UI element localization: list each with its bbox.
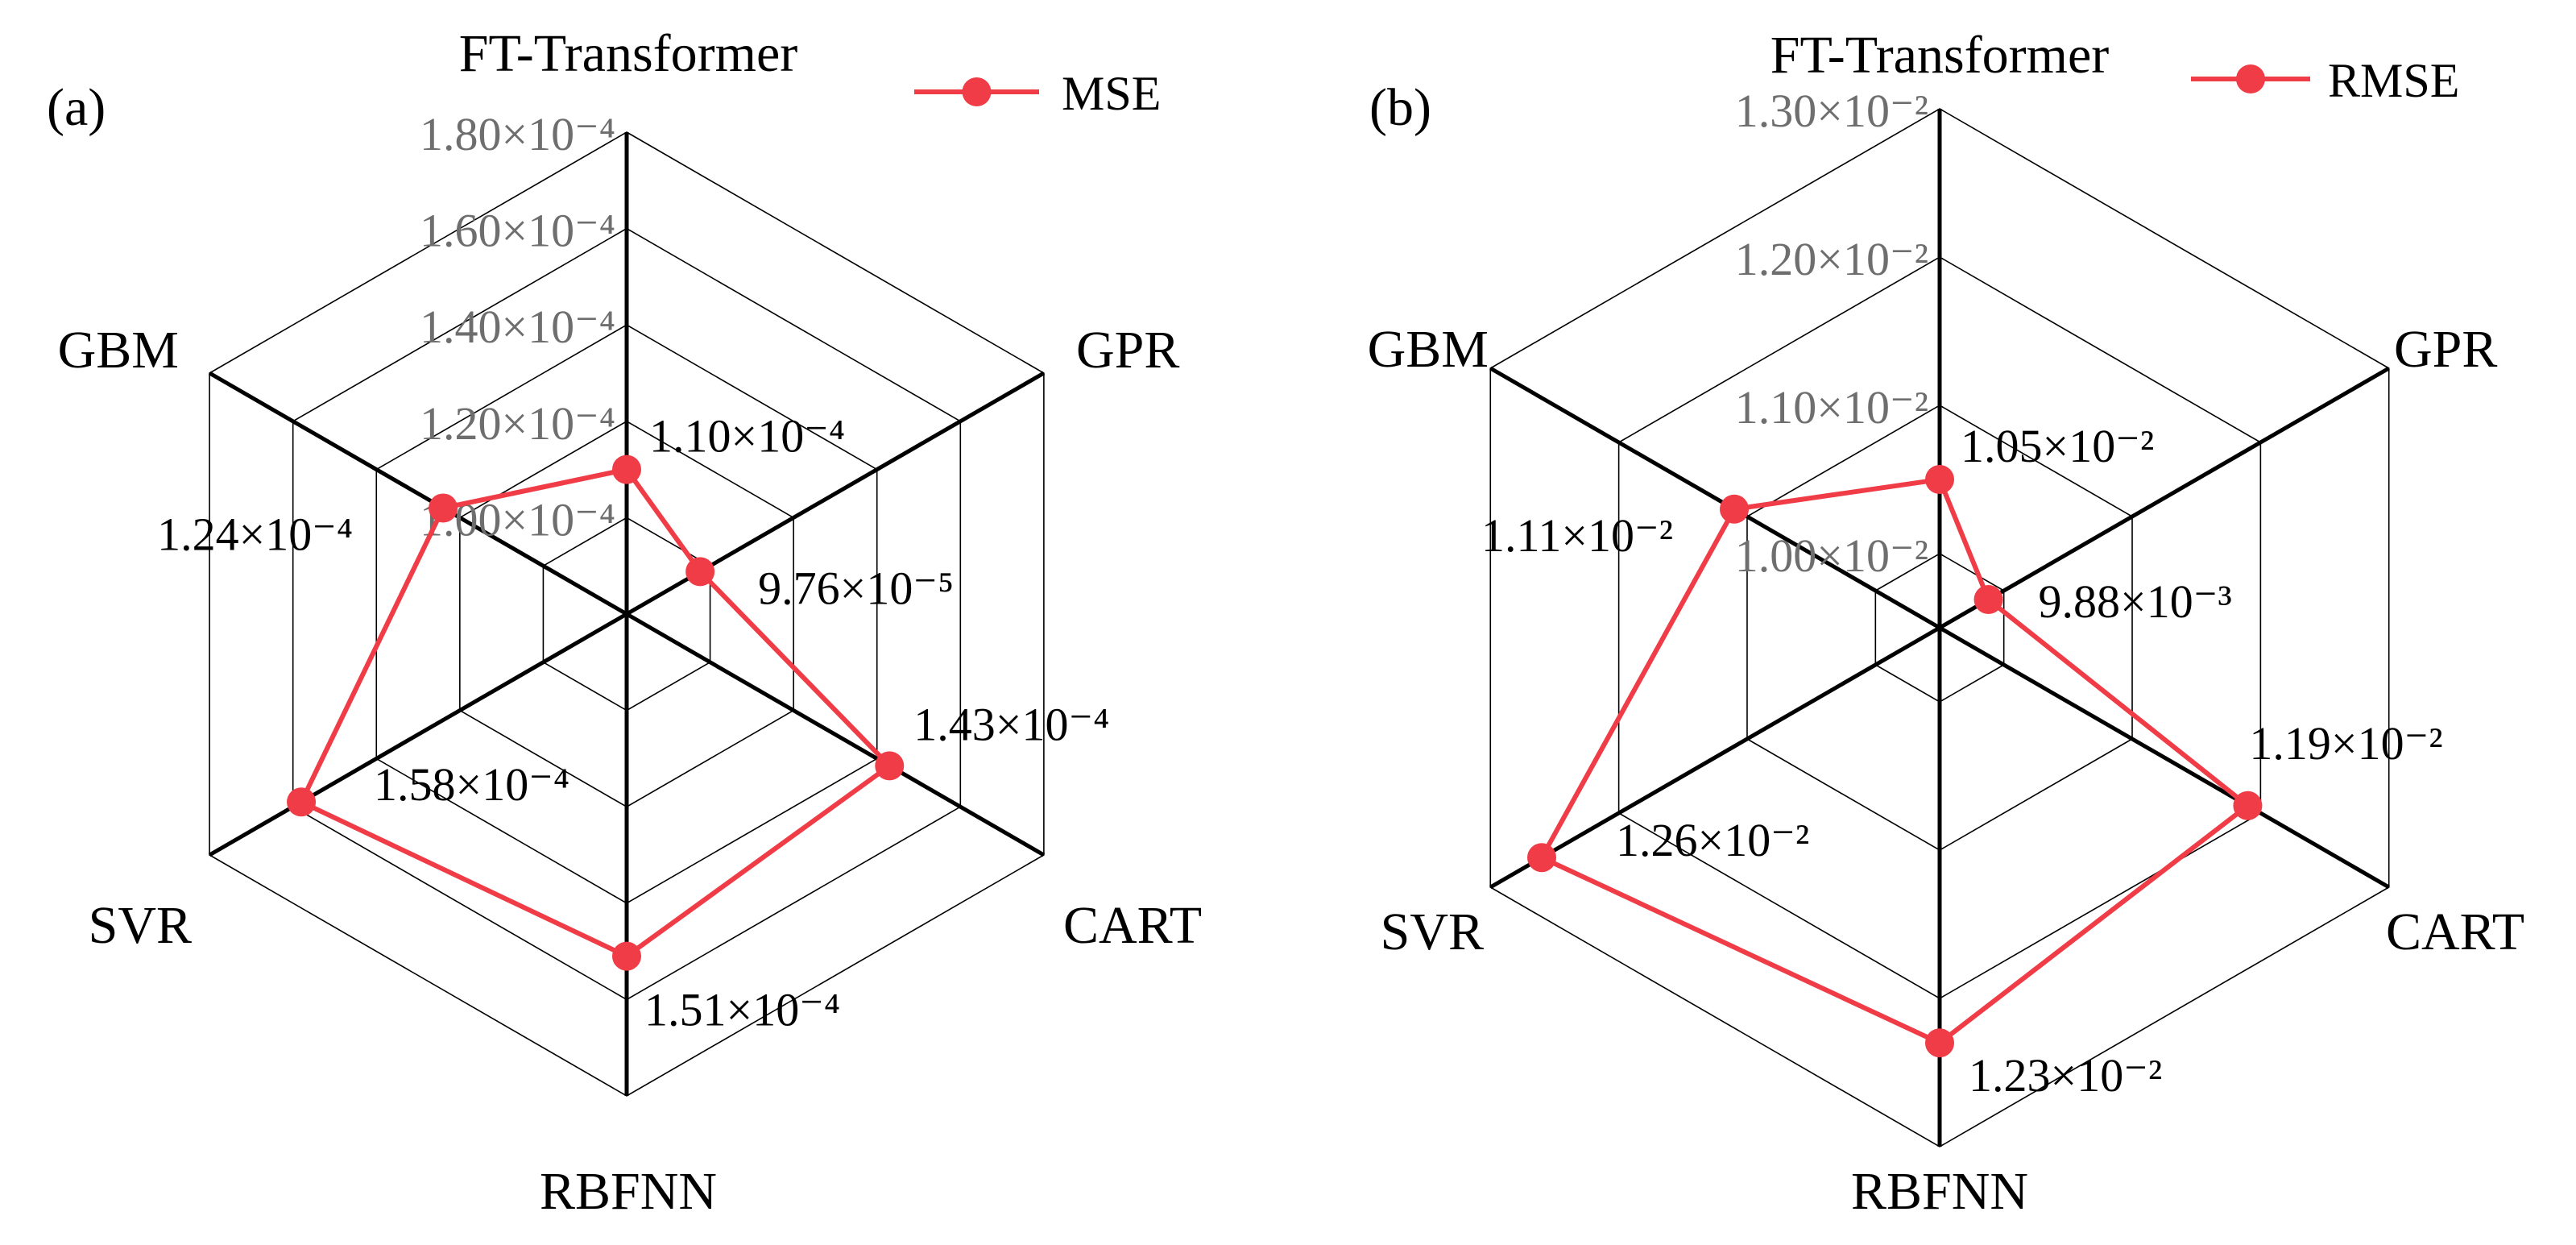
axis-label-rbfnn: RBFNN xyxy=(1851,1162,2028,1221)
data-label-svr: 1.26×10⁻² xyxy=(1616,814,1809,866)
data-label-gpr: 9.88×10⁻³ xyxy=(2039,575,2232,628)
data-point-gbm xyxy=(429,493,458,523)
tick-label: 1.30×10⁻² xyxy=(1735,85,1928,137)
axis-label-svr: SVR xyxy=(1381,903,1484,961)
data-label-gpr: 9.76×10⁻⁵ xyxy=(758,562,954,614)
tick-label: 1.00×10⁻² xyxy=(1735,529,1928,582)
axis-spoke xyxy=(1938,625,2390,890)
panel-label: (a) xyxy=(47,78,106,137)
data-label-cart: 1.43×10⁻⁴ xyxy=(913,698,1109,750)
data-point-svr xyxy=(287,787,317,817)
axis-label-gbm: GBM xyxy=(1368,320,1489,379)
tick-label: 1.20×10⁻⁴ xyxy=(420,397,615,450)
data-label-gbm: 1.24×10⁻⁴ xyxy=(157,508,353,560)
data-point-ft-transformer xyxy=(612,454,641,484)
data-label-ft-transformer: 1.10×10⁻⁴ xyxy=(649,410,845,463)
legend-label: RMSE xyxy=(2328,54,2459,107)
data-point-cart xyxy=(875,751,905,781)
data-point-ft-transformer xyxy=(1925,465,1954,494)
radar-panel-a: 1.00×10⁻⁴1.20×10⁻⁴1.40×10⁻⁴1.60×10⁻⁴1.80… xyxy=(47,24,1202,1221)
legend-label: MSE xyxy=(1062,67,1161,120)
data-label-svr: 1.58×10⁻⁴ xyxy=(374,758,569,811)
legend-marker xyxy=(962,77,992,106)
data-label-ft-transformer: 1.05×10⁻² xyxy=(1961,420,2154,472)
axis-spoke xyxy=(625,612,1046,857)
data-point-gpr xyxy=(1973,585,2003,615)
tick-label: 1.10×10⁻² xyxy=(1735,381,1928,434)
tick-label: 1.80×10⁻⁴ xyxy=(420,108,615,160)
tick-label: 1.60×10⁻⁴ xyxy=(420,205,615,257)
tick-label: 1.20×10⁻² xyxy=(1735,233,1928,285)
radar-panel-b: 1.00×10⁻² 1.10×10⁻² 1.20×10⁻² 1.30×10⁻²FT-T… xyxy=(1368,26,2524,1221)
legend: RMSE xyxy=(2191,54,2459,107)
axis-label-gbm: GBM xyxy=(58,321,179,380)
data-label-rbfnn: 1.51×10⁻⁴ xyxy=(644,984,840,1036)
axis-spoke xyxy=(1489,366,1941,630)
data-label-gbm: 1.11×10⁻² xyxy=(1481,509,1673,562)
axis-label-cart: CART xyxy=(1063,896,1202,955)
axis-label-gpr: GPR xyxy=(2394,320,2497,379)
axis-label-gpr: GPR xyxy=(1076,321,1179,380)
data-point-svr xyxy=(1527,843,1557,873)
legend: MSE xyxy=(914,67,1161,120)
tick-label: 1.40×10⁻⁴ xyxy=(420,301,615,353)
data-point-cart xyxy=(2233,791,2263,820)
data-point-rbfnn xyxy=(1925,1028,1954,1058)
axis-spoke xyxy=(208,371,628,616)
axis-spoke xyxy=(1938,366,2390,630)
axis-label-svr: SVR xyxy=(89,896,192,955)
data-label-rbfnn: 1.23×10⁻² xyxy=(1969,1049,2162,1102)
legend-marker xyxy=(2236,64,2265,93)
data-point-gbm xyxy=(1720,494,1750,524)
axis-spoke xyxy=(208,612,628,857)
panel-label: (b) xyxy=(1369,78,1431,137)
axis-label-ft-transformer: FT-Transformer xyxy=(459,24,797,83)
axis-spoke xyxy=(1489,625,1941,890)
axis-label-rbfnn: RBFNN xyxy=(540,1162,717,1221)
data-point-rbfnn xyxy=(612,941,641,971)
data-label-cart: 1.19×10⁻² xyxy=(2249,717,2442,770)
axis-label-ft-transformer: FT-Transformer xyxy=(1770,26,2109,85)
data-point-gpr xyxy=(685,557,715,587)
axis-label-cart: CART xyxy=(2386,903,2524,961)
